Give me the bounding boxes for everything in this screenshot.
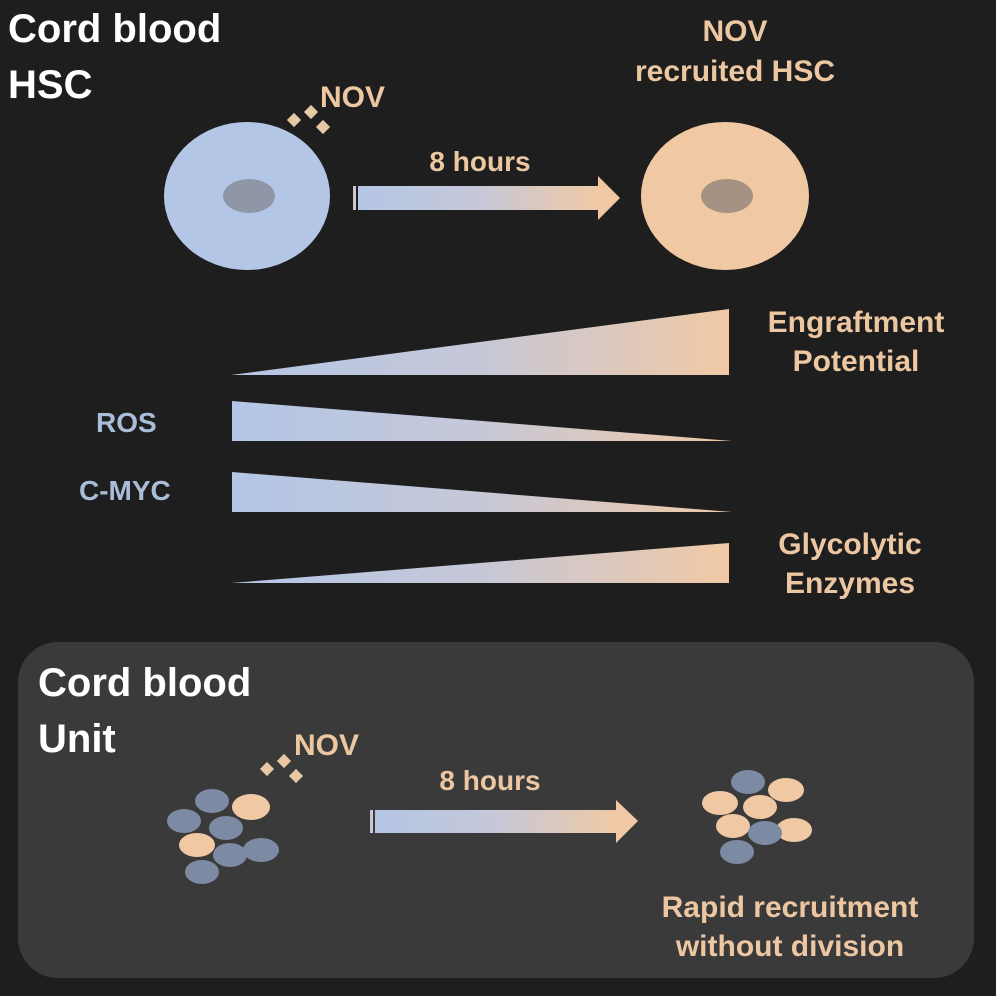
result-label-line2: without division	[675, 930, 905, 963]
hsc-title-line1: Cord blood	[8, 7, 222, 51]
cell-cluster-before	[167, 789, 279, 884]
glycolytic-label-line1: Glycolytic	[778, 528, 922, 561]
glycolytic-wedge	[231, 543, 729, 583]
unit-title-line2: Unit	[38, 717, 116, 761]
cmyc-label: C-MYC	[79, 475, 171, 506]
nov-compound-icon	[286, 104, 331, 135]
ros-label: ROS	[96, 407, 157, 438]
result-label-line1: Rapid recruitment	[661, 891, 919, 924]
cell-cluster-after	[702, 770, 812, 864]
recruited-hsc-nucleus	[701, 179, 753, 213]
top-arrow-label: 8 hours	[429, 146, 531, 177]
hsc-title-line2: HSC	[8, 63, 93, 107]
nov-compound-icon-bottom	[259, 753, 304, 784]
bottom-arrow-label: 8 hours	[439, 765, 541, 796]
cmyc-wedge	[232, 472, 732, 512]
bottom-arrow	[370, 800, 638, 843]
ros-wedge	[232, 401, 732, 441]
glycolytic-label-line2: Enzymes	[784, 567, 916, 600]
nov-label-bottom: NOV	[294, 729, 360, 762]
engraftment-label-line1: Engraftment	[767, 306, 945, 339]
hsc-nucleus	[223, 179, 275, 213]
engraftment-wedge	[231, 309, 729, 375]
top-arrow	[353, 176, 620, 220]
recruited-label-line1: NOV	[702, 15, 768, 48]
engraftment-label-line2: Potential	[792, 345, 920, 378]
nov-label: NOV	[320, 81, 386, 114]
unit-title-line1: Cord blood	[38, 661, 252, 705]
recruited-label-line2: recruited HSC	[634, 55, 836, 88]
